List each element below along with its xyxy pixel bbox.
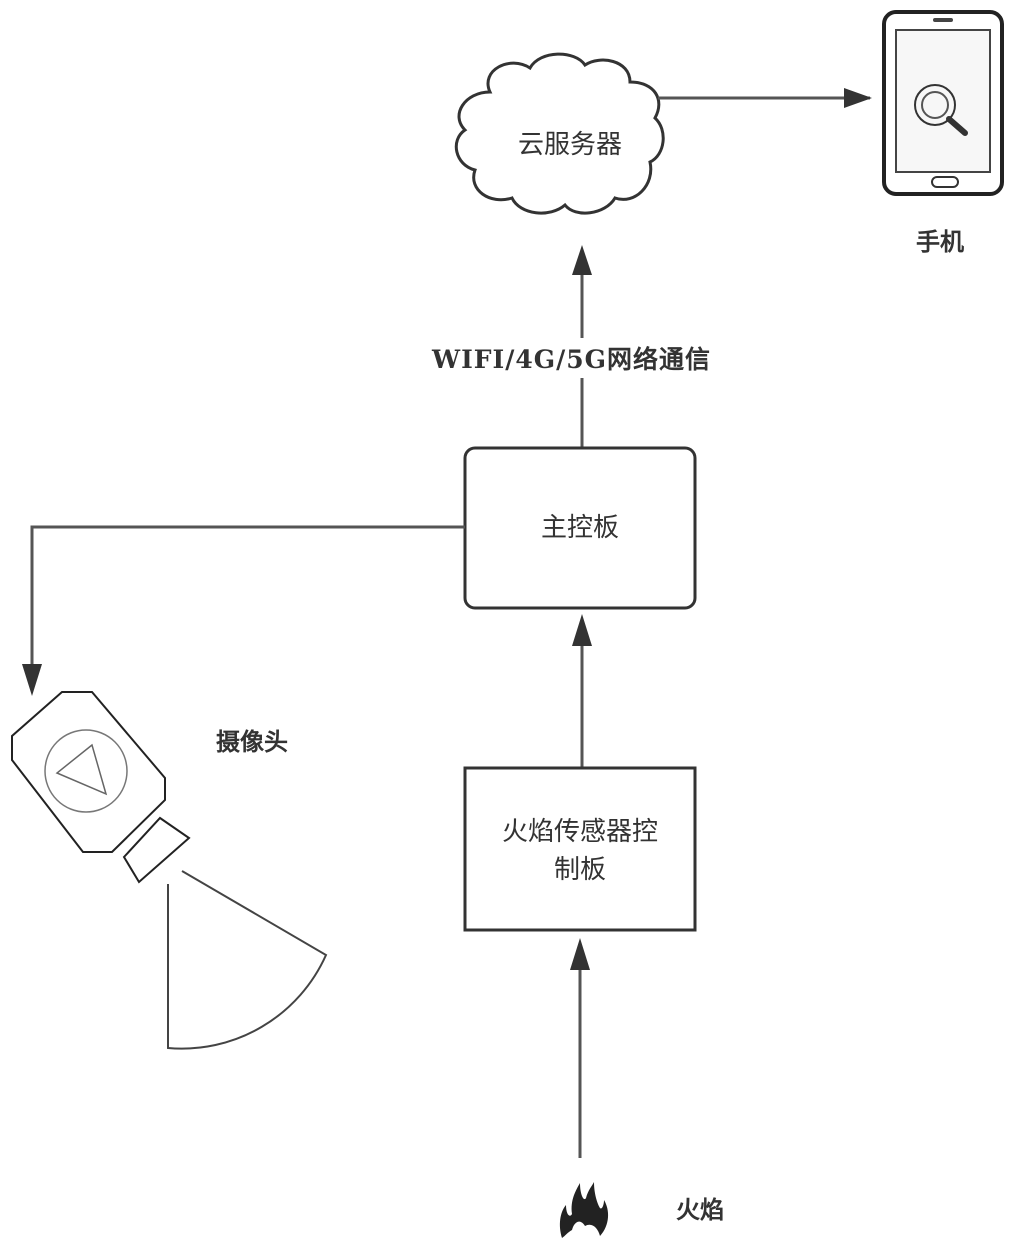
smartphone-search-icon <box>882 10 1004 196</box>
arrowhead-flame-to-sensor <box>570 938 590 970</box>
arrowhead-main-to-cloud <box>572 245 592 275</box>
arrowhead-cloud-to-phone <box>844 88 872 108</box>
network-label: WIFI/4G/5G网络通信 <box>432 345 711 374</box>
flame-sensor-board-label-line2: 制板 <box>553 855 606 885</box>
flame-sensor-board-label-line1: 火焰传感器控 <box>501 817 658 847</box>
arrowhead-sensor-to-main <box>572 614 592 646</box>
camera-icon <box>11 691 328 1050</box>
cloud-server-label: 云服务器 <box>517 130 622 160</box>
camera-label: 摄像头 <box>216 728 288 756</box>
cloud-server-shape <box>454 52 665 215</box>
main-board-label: 主控板 <box>540 513 619 543</box>
flame-sensor-board-box <box>463 766 697 932</box>
flame-icon <box>559 1182 609 1238</box>
flame-label: 火焰 <box>676 1196 724 1224</box>
arrowhead-main-to-camera <box>22 664 42 696</box>
phone-label: 手机 <box>916 228 964 256</box>
edge-main-to-camera <box>30 525 465 670</box>
